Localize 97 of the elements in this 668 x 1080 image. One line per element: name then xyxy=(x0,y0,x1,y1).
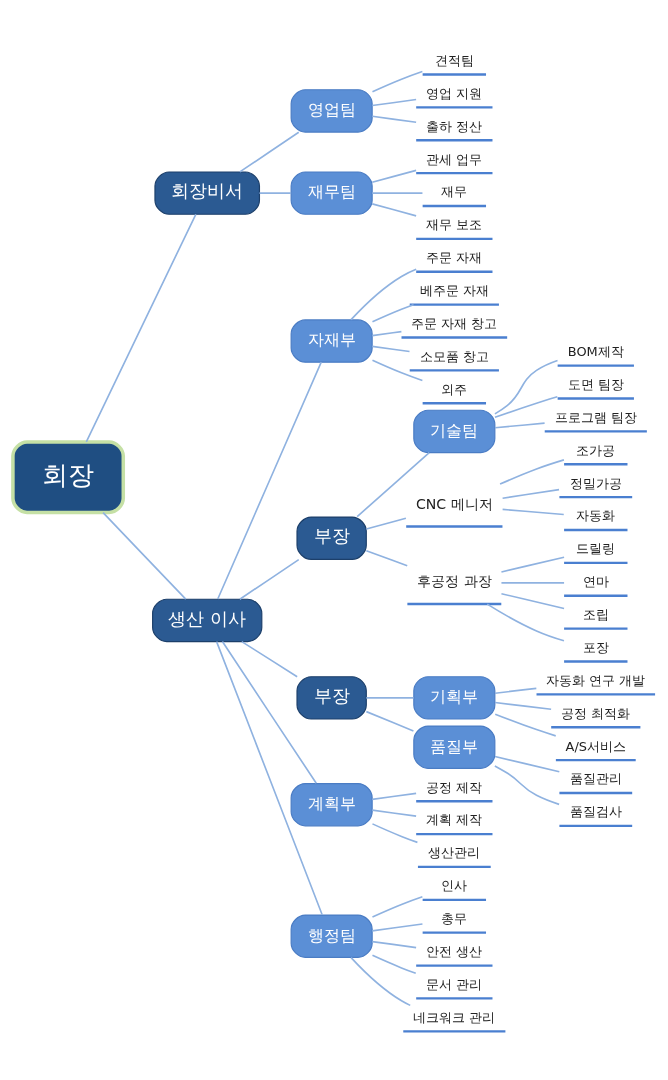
connector xyxy=(215,640,323,916)
node-text: 주문 자재 창고 xyxy=(411,315,498,331)
connector xyxy=(239,558,300,601)
connector xyxy=(499,459,565,485)
connector xyxy=(486,603,565,642)
node-text: 재무 보조 xyxy=(426,217,483,233)
node-box: 행정팀 xyxy=(290,914,373,958)
connector xyxy=(371,809,417,817)
node-box: 재무팀 xyxy=(290,171,373,215)
connector xyxy=(501,508,565,516)
connector xyxy=(494,395,559,419)
connector xyxy=(371,169,417,184)
connector xyxy=(494,422,546,429)
node-text: CNC 메니저 xyxy=(416,496,493,513)
node-text: A/S서비스 xyxy=(565,738,626,754)
connector xyxy=(371,192,424,194)
node-box: 부장 xyxy=(296,516,367,560)
connector xyxy=(371,203,417,217)
node-box: 영업팀 xyxy=(290,89,373,133)
node-box: 기획부 xyxy=(413,676,496,720)
node-text: 관세 업무 xyxy=(426,151,483,167)
connector xyxy=(500,592,565,610)
connector xyxy=(365,697,415,699)
connector xyxy=(501,488,560,500)
connector xyxy=(258,192,292,194)
connector xyxy=(494,713,557,737)
node-box: 부장 xyxy=(296,676,367,720)
node-text: 재무 xyxy=(441,184,468,200)
node-box: 품질부 xyxy=(413,725,496,769)
connector xyxy=(494,687,538,695)
connector xyxy=(216,361,323,600)
connector xyxy=(371,923,424,932)
node-text: 영업 지원 xyxy=(426,85,483,101)
connector xyxy=(494,755,561,773)
connector xyxy=(371,792,417,801)
node-text: 프로그램 팀장 xyxy=(554,409,637,425)
node-text: 생산관리 xyxy=(428,845,481,861)
connector xyxy=(365,517,407,530)
node-text: 조립 xyxy=(582,607,609,623)
node-text: 품질관리 xyxy=(569,771,622,787)
node-box: 회장비서 xyxy=(154,171,261,215)
node-text: 자동화 연구 개발 xyxy=(546,672,646,688)
node-box: 기술팀 xyxy=(413,409,496,454)
connector xyxy=(371,330,403,337)
node-box: 계획부 xyxy=(290,783,373,827)
connector xyxy=(500,556,565,573)
node-text: 드릴링 xyxy=(576,541,616,557)
node-text: 총무 xyxy=(441,911,468,927)
connector xyxy=(500,582,565,584)
connector xyxy=(371,954,417,975)
node-text: 연마 xyxy=(582,574,609,590)
connector xyxy=(371,303,415,323)
node-text: 견적팀 xyxy=(434,52,474,68)
node-text: 문서 관리 xyxy=(426,976,483,992)
node-text: 외주 xyxy=(441,381,468,397)
node-text: 소모품 창고 xyxy=(419,348,489,364)
node-text: 계획 제작 xyxy=(426,812,483,828)
connector xyxy=(365,549,409,567)
connector xyxy=(371,98,417,107)
node-text: 출하 정산 xyxy=(426,118,483,134)
node-text: 공정 제작 xyxy=(426,779,483,795)
connector xyxy=(350,956,412,1007)
connector xyxy=(240,640,298,678)
node-box: 회장 xyxy=(11,440,126,515)
node-text: 안전 생산 xyxy=(426,943,483,959)
connector xyxy=(102,511,187,600)
node-box: 자재부 xyxy=(290,319,373,363)
node-text: 공정 최적화 xyxy=(561,705,631,721)
node-text: 주문 자재 xyxy=(426,250,483,266)
connector xyxy=(365,710,415,732)
node-text: 베주문 자재 xyxy=(419,282,489,298)
node-text: 포장 xyxy=(582,639,609,655)
connector xyxy=(85,213,197,443)
node-text: 품질검사 xyxy=(569,804,622,820)
connector xyxy=(371,70,424,93)
connector xyxy=(494,765,560,806)
node-text: 자동화 xyxy=(576,508,616,524)
node-text: 네크워크 관리 xyxy=(413,1009,496,1025)
connector xyxy=(371,115,417,124)
connector xyxy=(221,640,318,785)
connector xyxy=(494,701,552,710)
connector xyxy=(371,896,424,918)
connector xyxy=(371,823,419,844)
node-text: 정밀가공 xyxy=(569,475,622,491)
node-text: BOM제작 xyxy=(567,344,624,360)
node-box: 생산 이사 xyxy=(152,598,263,643)
connector xyxy=(356,451,431,518)
node-text: 도면 팀장 xyxy=(567,376,624,392)
connector xyxy=(371,345,411,353)
connector xyxy=(371,940,417,949)
connector xyxy=(494,359,559,415)
node-text: 후공정 과장 xyxy=(417,573,492,590)
connector xyxy=(239,131,300,173)
connector xyxy=(371,359,424,382)
connector xyxy=(350,268,417,321)
node-text: 인사 xyxy=(441,878,468,894)
node-text: 조가공 xyxy=(576,442,616,458)
